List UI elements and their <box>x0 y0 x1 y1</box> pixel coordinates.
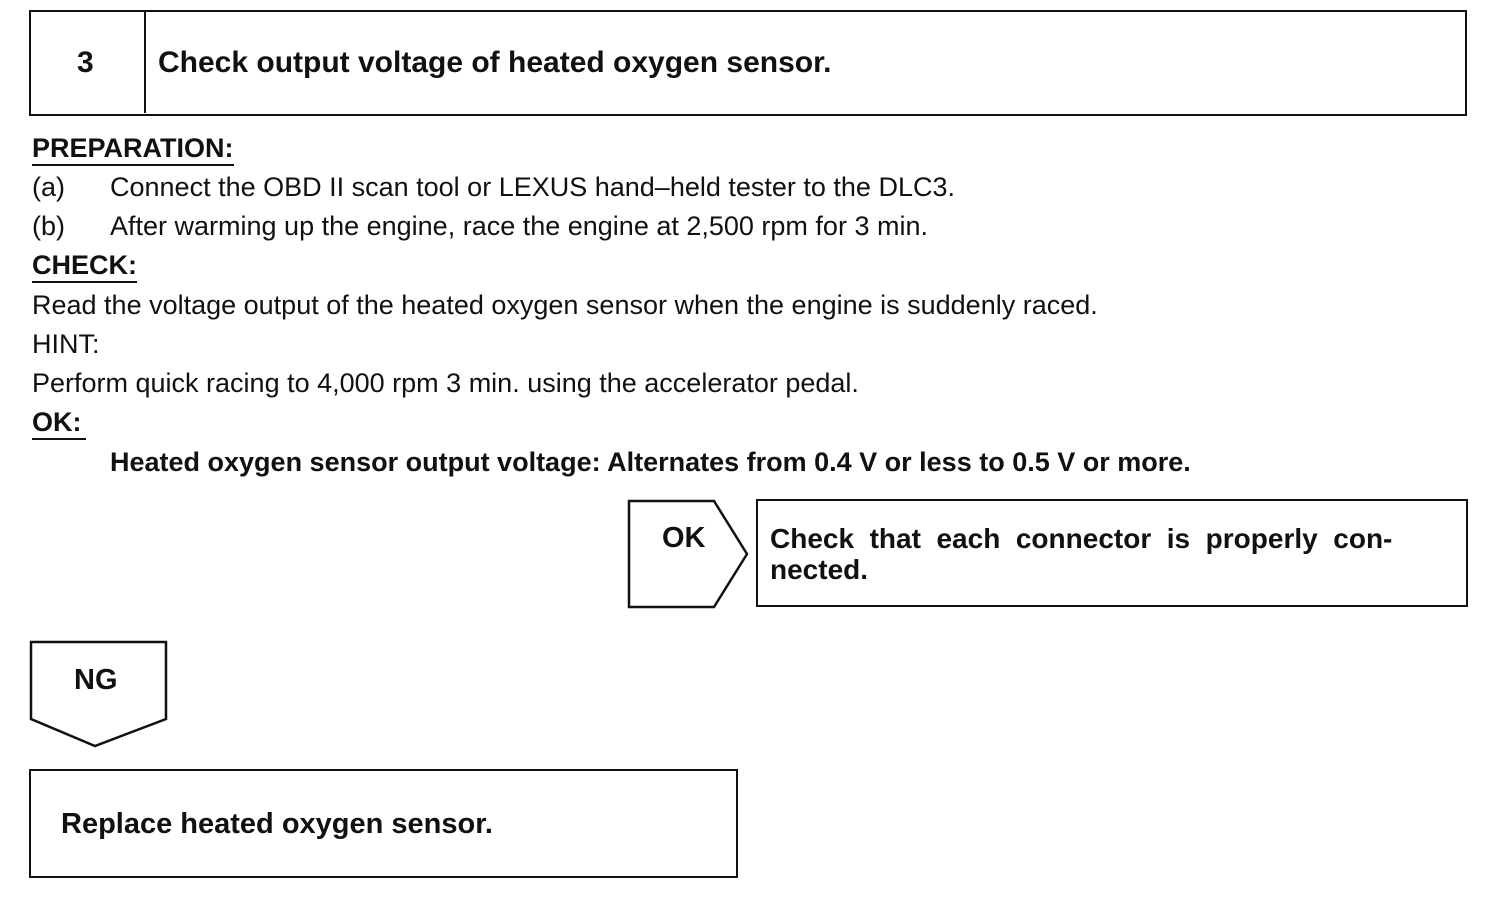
ok-heading: OK: <box>32 406 86 440</box>
ng-arrow-shape <box>29 640 168 748</box>
item-text: After warming up the engine, race the en… <box>110 211 928 241</box>
ng-action-box: Replace heated oxygen sensor. <box>29 769 738 878</box>
hint-text: Perform quick racing to 4,000 rpm 3 min.… <box>32 368 859 398</box>
hint-label: HINT: <box>32 329 100 359</box>
step-number-cell: 3 <box>31 12 146 113</box>
ok-action-box: Check that each connector is properly co… <box>756 499 1468 607</box>
item-label: (b) <box>32 211 65 241</box>
ok-heading-row: OK: <box>32 406 86 440</box>
check-heading: CHECK: <box>32 249 137 283</box>
ok-label: OK <box>662 522 706 554</box>
ng-label: NG <box>74 664 118 696</box>
check-text: Read the voltage output of the heated ox… <box>32 290 1098 320</box>
preparation-item-a: (a) Connect the OBD II scan tool or LEXUS… <box>32 171 955 203</box>
ok-action-line1: Check that each connector is properly co… <box>770 523 1393 554</box>
preparation-heading-row: PREPARATION: <box>32 132 234 166</box>
preparation-item-b: (b) After warming up the engine, race the… <box>32 210 928 242</box>
step-title: Check output voltage of heated oxygen se… <box>158 46 832 79</box>
check-heading-row: CHECK: <box>32 249 137 283</box>
preparation-heading: PREPARATION: <box>32 132 234 166</box>
ok-action-line2: nected. <box>770 554 869 585</box>
item-label: (a) <box>32 172 65 202</box>
ok-arrow-shape <box>627 499 749 609</box>
step-number: 3 <box>77 46 94 79</box>
step-header: 3 Check output voltage of heated oxygen … <box>29 10 1467 116</box>
ok-spec: Heated oxygen sensor output voltage: Alt… <box>110 447 1191 477</box>
ng-action-text: Replace heated oxygen sensor. <box>61 808 493 840</box>
item-text: Connect the OBD II scan tool or LEXUS ha… <box>110 172 955 202</box>
